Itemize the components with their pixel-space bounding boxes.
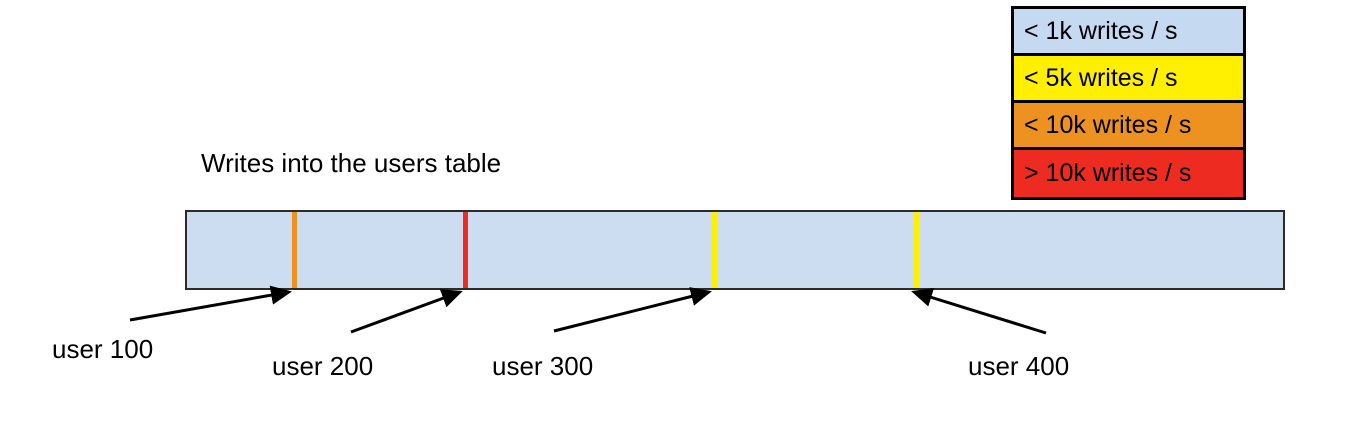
arrow-user-400 [911,288,1047,335]
legend-item-label: < 1k writes / s [1024,16,1178,45]
users-table-key-range-band [185,210,1285,290]
arrow-user-300 [553,287,712,333]
callout-label-user-200: user 200 [272,351,374,381]
legend-item-label: < 10k writes / s [1024,110,1192,139]
divider-user-300 [712,212,717,288]
legend: < 1k writes / s < 5k writes / s < 10k wr… [1011,6,1246,200]
arrow-user-100 [129,285,292,322]
legend-item-label: < 5k writes / s [1024,63,1178,92]
legend-item-lt-10k: < 10k writes / s [1014,103,1243,150]
arrow-user-200 [350,289,463,334]
callout-label-user-300: user 300 [492,351,594,381]
callout-label-user-400: user 400 [968,351,1070,381]
chart-title: Writes into the users table [201,148,502,178]
legend-item-gt-10k: > 10k writes / s [1014,150,1243,197]
divider-user-400 [914,212,919,288]
legend-item-lt-1k: < 1k writes / s [1014,9,1243,56]
legend-item-label: > 10k writes / s [1024,159,1192,187]
divider-user-200 [463,212,468,288]
callout-label-user-100: user 100 [52,334,154,364]
divider-user-100 [292,212,297,288]
legend-item-lt-5k: < 5k writes / s [1014,56,1243,103]
